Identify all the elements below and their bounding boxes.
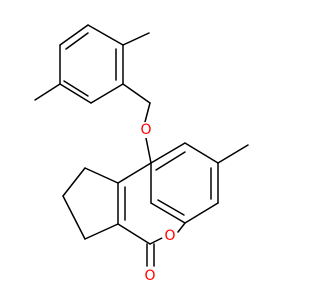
bond <box>34 83 61 101</box>
atom-label-o: O <box>144 268 155 284</box>
bond <box>150 142 186 164</box>
bond <box>122 83 151 104</box>
bond <box>157 199 185 216</box>
atom-label-o: O <box>164 228 175 244</box>
bond <box>177 222 186 233</box>
bond <box>217 144 249 164</box>
bond <box>117 162 152 184</box>
bond-skeleton <box>34 24 249 267</box>
bond <box>65 32 89 50</box>
bond <box>155 151 186 171</box>
carbonyl-oxygen: O <box>142 268 158 284</box>
bond <box>59 24 89 46</box>
bond <box>184 142 219 164</box>
bond <box>62 167 86 197</box>
atom-label-o: O <box>140 122 151 138</box>
bond <box>62 195 86 240</box>
bond <box>90 83 124 104</box>
structure-canvas: O O O <box>34 24 249 284</box>
ether-oxygen: O <box>138 122 154 138</box>
bond <box>144 102 151 123</box>
ring-oxygen: O <box>162 228 178 244</box>
bond <box>150 202 186 224</box>
molecule-diagram: O O O <box>34 24 249 284</box>
bond <box>149 237 163 245</box>
bond <box>87 24 124 46</box>
bond <box>84 167 119 184</box>
bond <box>84 223 119 240</box>
bond <box>63 80 89 97</box>
bond <box>184 202 219 224</box>
bond <box>117 223 151 245</box>
atom-labels: O O O <box>138 122 178 284</box>
bond <box>59 83 92 104</box>
bond <box>145 137 152 164</box>
bond <box>122 32 150 46</box>
